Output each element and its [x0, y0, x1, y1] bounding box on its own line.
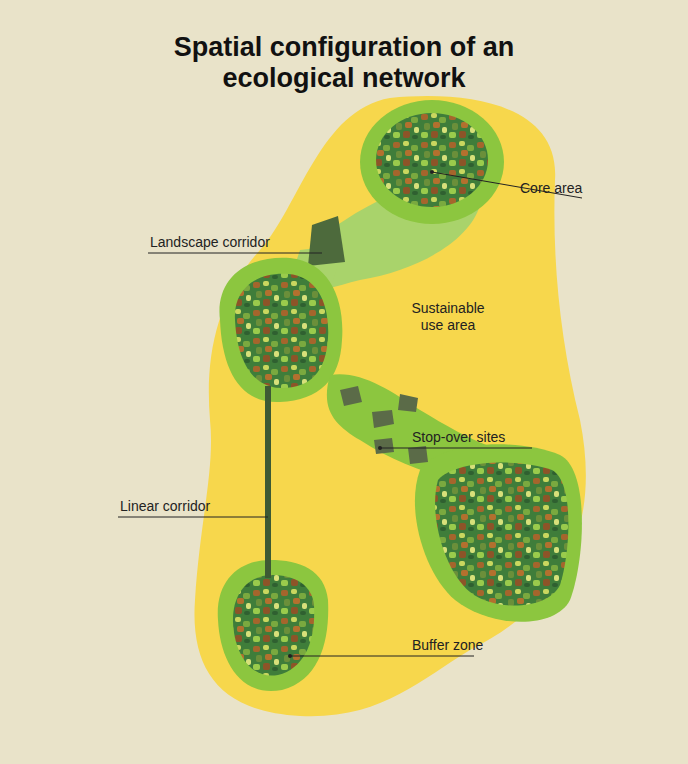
buffer-zone [219, 258, 342, 402]
region-label: Core area [520, 180, 582, 197]
corridor-label: Linear corridor [120, 498, 210, 515]
leader-lines [118, 172, 582, 656]
core-area [376, 113, 488, 207]
diagram-title: Spatial configuration of an ecological n… [140, 32, 548, 94]
buffer-label: Buffer zone [412, 637, 483, 654]
stopover-label: Stop-over sites [412, 429, 505, 446]
core-area [435, 463, 568, 606]
core-area [235, 274, 328, 388]
stopover-sites [340, 386, 428, 464]
corridor-label: Landscape corridor [150, 234, 270, 251]
corridor-patch [308, 216, 345, 266]
core-area [233, 575, 314, 676]
sustainable-use-area [194, 96, 585, 716]
buffer-zone [415, 444, 582, 621]
buffer-zone [218, 560, 328, 691]
linear-corridor [265, 386, 271, 578]
buffer-zone [360, 100, 504, 224]
region-label: Sustainable use area [403, 300, 493, 334]
